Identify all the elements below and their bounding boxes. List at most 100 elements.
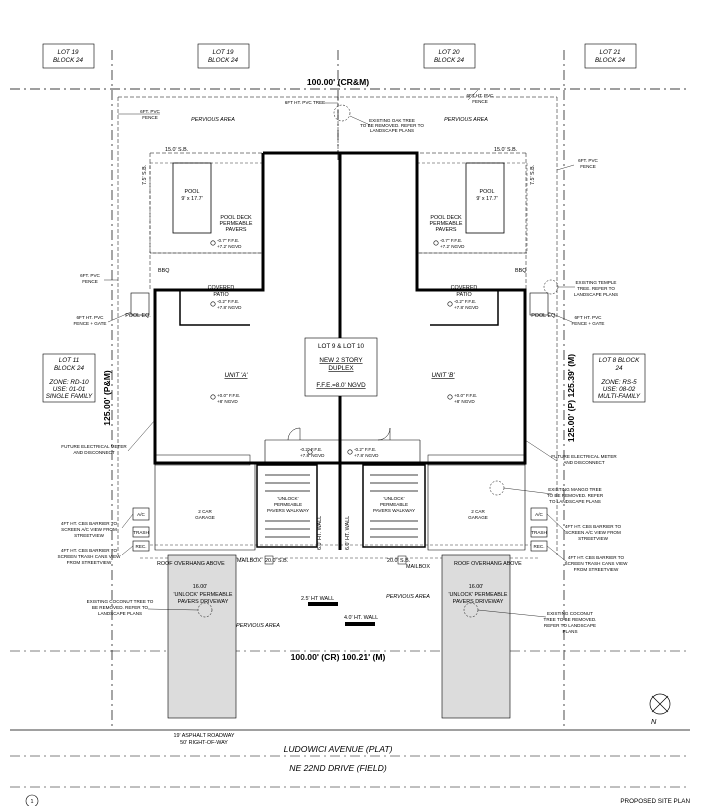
svg-text:15.0' S.B.: 15.0' S.B.: [494, 147, 517, 153]
dimension-right: 125.00' (P) 125.39' (M): [566, 354, 576, 442]
block-label: BLOCK 24: [595, 57, 626, 64]
svg-text:LANDSCAPE PLANS: LANDSCAPE PLANS: [574, 292, 618, 297]
lot-label: LOT 21: [600, 49, 621, 56]
svg-text:A/C: A/C: [137, 512, 145, 517]
lot-box-frames: [42, 43, 646, 403]
svg-text:4FT HT. CBS BARRIER TO: 4FT HT. CBS BARRIER TO: [61, 548, 118, 553]
svg-text:PAVERS: PAVERS: [225, 227, 246, 233]
walkway-labels: 'UNLOCK' PERMEABLE PAVERS WALKWAY 'UNLOC…: [267, 496, 415, 513]
svg-text:PAVERS DRIVEWAY: PAVERS DRIVEWAY: [453, 599, 504, 605]
svg-text:GARAGE: GARAGE: [195, 515, 215, 520]
svg-text:NEW 2 STORY: NEW 2 STORY: [319, 357, 363, 364]
sheet-title: PROPOSED SITE PLAN: [620, 798, 690, 805]
temple-tree-icon: [543, 279, 559, 295]
svg-text:'UNLOCK' PERMEABLE: 'UNLOCK' PERMEABLE: [449, 592, 508, 598]
svg-text:TREE. REFER TO: TREE. REFER TO: [577, 286, 615, 291]
equipment-boxes: [130, 292, 549, 552]
svg-text:FENCE: FENCE: [142, 115, 158, 120]
svg-text:20.0' S.B.: 20.0' S.B.: [265, 558, 288, 564]
svg-text:LOT 11: LOT 11: [59, 357, 80, 364]
center-building-label: LOT 9 & LOT 10 NEW 2 STORY DUPLEX F.F.E.…: [316, 343, 366, 389]
svg-text:+8' NGVD: +8' NGVD: [454, 399, 475, 404]
sheet-number: 1: [31, 799, 34, 805]
svg-text:9' x 17.7': 9' x 17.7': [476, 196, 497, 202]
svg-text:COVERED: COVERED: [451, 285, 478, 291]
stairs-right: [362, 464, 426, 548]
svg-text:MULTI-FAMILY: MULTI-FAMILY: [598, 393, 641, 400]
svg-text:EXISTING COCONUT: EXISTING COCONUT: [547, 611, 593, 616]
svg-text:24: 24: [614, 365, 623, 372]
svg-text:16.00': 16.00': [193, 584, 208, 590]
svg-text:-0.2" F.F.E.: -0.2" F.F.E.: [354, 447, 376, 452]
svg-text:POOL: POOL: [480, 189, 495, 195]
svg-text:MAILBOX: MAILBOX: [406, 564, 430, 570]
oak-tree-icon: [333, 104, 351, 122]
svg-text:FENCE: FENCE: [580, 164, 596, 169]
svg-text:PERMEABLE: PERMEABLE: [430, 221, 463, 227]
svg-text:-0.7" F.F.E.: -0.7" F.F.E.: [217, 238, 239, 243]
svg-text:'UNLOCK': 'UNLOCK': [278, 496, 299, 501]
svg-text:19' ASPHALT ROADWAY: 19' ASPHALT ROADWAY: [173, 733, 234, 739]
patio-labels: BBQ BBQ COVERED PATIO COVERED PATIO POOL…: [125, 268, 557, 319]
dimension-top: 100.00' (CR&M): [307, 77, 369, 87]
leader-lines: [104, 89, 575, 618]
svg-text:EXISTING COCONUT TREE TO: EXISTING COCONUT TREE TO: [87, 599, 154, 604]
svg-text:COVERED: COVERED: [208, 285, 235, 291]
svg-text:-0.7" F.F.E.: -0.7" F.F.E.: [440, 238, 462, 243]
front-labels: ROOF OVERHANG ABOVE ROOF OVERHANG ABOVE …: [157, 558, 522, 621]
svg-text:FENCE: FENCE: [472, 99, 488, 104]
svg-text:PERVIOUS AREA: PERVIOUS AREA: [191, 117, 235, 123]
mango-tree-icon: [489, 480, 505, 496]
svg-text:TRASH: TRASH: [133, 530, 149, 535]
svg-text:A/C: A/C: [535, 512, 543, 517]
svg-text:FENCE: FENCE: [82, 279, 98, 284]
svg-text:+7.8' NGVD: +7.8' NGVD: [354, 453, 379, 458]
svg-text:PERVIOUS AREA: PERVIOUS AREA: [444, 117, 488, 123]
block-label: BLOCK 24: [208, 57, 239, 64]
svg-text:LANDSCAPE PLANS: LANDSCAPE PLANS: [370, 128, 414, 133]
svg-text:ROOF OVERHANG ABOVE: ROOF OVERHANG ABOVE: [454, 561, 522, 567]
lot-right-label: LOT 8 BLOCK 24 ZONE: RS-5 USE: 08-02 MUL…: [598, 357, 641, 400]
svg-text:2 CAR: 2 CAR: [471, 509, 485, 514]
svg-text:2.5' HT WALL: 2.5' HT WALL: [301, 596, 334, 602]
svg-text:POOL EQ.: POOL EQ.: [125, 313, 151, 319]
sheet-number-bubble: [25, 794, 39, 806]
svg-text:'UNLOCK' PERMEABLE: 'UNLOCK' PERMEABLE: [174, 592, 233, 598]
svg-text:PAVERS DRIVEWAY: PAVERS DRIVEWAY: [178, 599, 229, 605]
svg-text:POOL DECK: POOL DECK: [220, 215, 252, 221]
svg-text:SCREEN TRASH CANS VIEW: SCREEN TRASH CANS VIEW: [58, 554, 122, 559]
svg-text:TO LANDSCAPE PLANS: TO LANDSCAPE PLANS: [549, 499, 601, 504]
svg-text:FROM STREETVIEW: FROM STREETVIEW: [67, 560, 112, 565]
svg-text:EXISTING MANGO TREE: EXISTING MANGO TREE: [548, 487, 602, 492]
svg-text:BBQ: BBQ: [158, 268, 169, 274]
svg-text:FROM STREETVIEW: FROM STREETVIEW: [574, 567, 619, 572]
svg-text:LUDOWICI AVENUE (PLAT): LUDOWICI AVENUE (PLAT): [284, 744, 393, 754]
dimension-left: 125.00' (P&M): [102, 370, 112, 426]
lot-lines: [10, 50, 690, 788]
svg-text:+7.8' NGVD: +7.8' NGVD: [217, 305, 242, 310]
driveways: [167, 554, 511, 719]
svg-text:POOL DECK: POOL DECK: [430, 215, 462, 221]
front-walls: [264, 555, 407, 626]
svg-text:-0.2" F.F.E.: -0.2" F.F.E.: [217, 299, 239, 304]
svg-text:NE 22ND DRIVE (FIELD): NE 22ND DRIVE (FIELD): [289, 763, 387, 773]
svg-text:POOL: POOL: [185, 189, 200, 195]
north-label: N: [651, 717, 657, 726]
svg-text:SCREEN A/C VIEW FROM: SCREEN A/C VIEW FROM: [565, 530, 621, 535]
svg-text:ZONE: RD-10: ZONE: RD-10: [48, 379, 89, 386]
svg-text:TRASH: TRASH: [531, 530, 547, 535]
svg-text:FUTURE ELECTRICAL METER: FUTURE ELECTRICAL METER: [61, 444, 127, 449]
svg-text:USE: 01-01: USE: 01-01: [53, 386, 86, 393]
svg-text:TREE TO BE REMOVED.: TREE TO BE REMOVED.: [544, 617, 597, 622]
svg-text:LOT 8 BLOCK: LOT 8 BLOCK: [599, 357, 640, 364]
svg-text:REC.: REC.: [534, 544, 545, 549]
svg-text:6FT HT. PVC: 6FT HT. PVC: [77, 315, 105, 320]
svg-text:REFER TO LANDSCAPE: REFER TO LANDSCAPE: [544, 623, 596, 628]
svg-text:EXISTING TEMPLE: EXISTING TEMPLE: [575, 280, 616, 285]
svg-text:AND DISCONNECT: AND DISCONNECT: [73, 450, 115, 455]
elevation-markers: [210, 240, 453, 455]
svg-text:4FT HT. CBS BARRIER TO: 4FT HT. CBS BARRIER TO: [61, 521, 118, 526]
lot-label: LOT 19: [213, 49, 234, 56]
block-label: BLOCK 24: [434, 57, 465, 64]
